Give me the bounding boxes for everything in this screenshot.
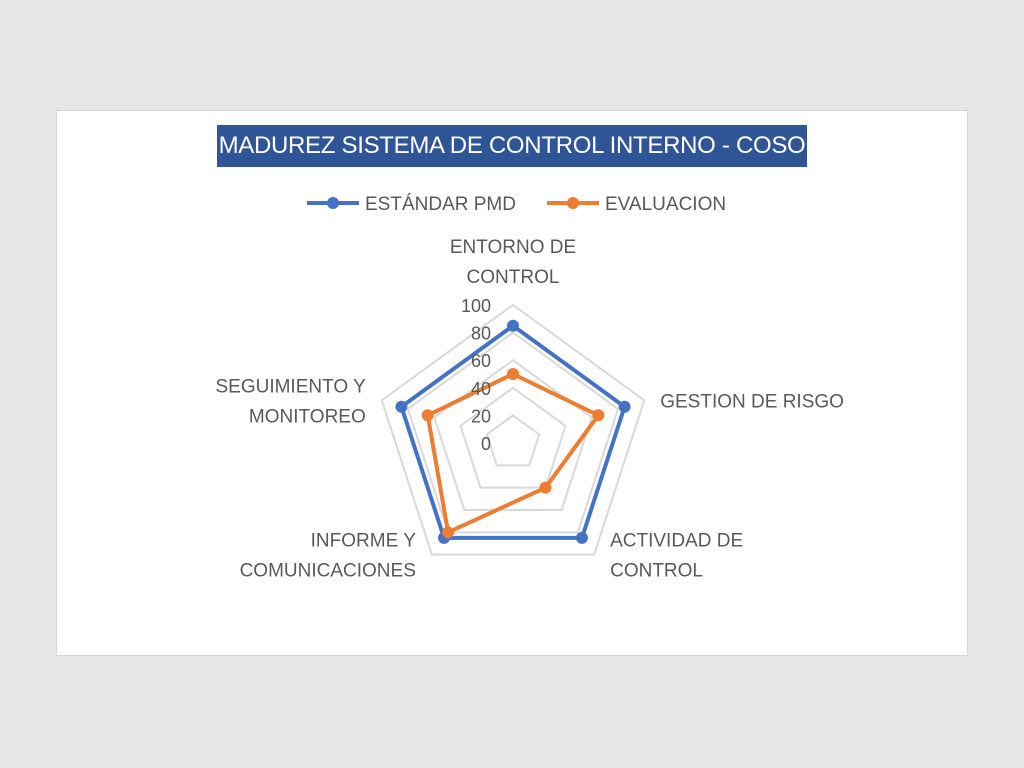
category-label: ENTORNO DE [450, 237, 576, 258]
radial-tick-label: 100 [461, 296, 491, 316]
category-label: SEGUIMIENTO Y [215, 376, 366, 397]
radar-grid [380, 303, 646, 556]
series-line [399, 323, 627, 540]
series-point [592, 409, 605, 422]
radial-tick-label: 80 [471, 324, 491, 344]
radar-series [395, 319, 631, 544]
series-point [507, 319, 519, 332]
category-label: COMUNICACIONES [240, 561, 416, 582]
category-label: CONTROL [610, 561, 703, 582]
legend-marker [567, 197, 579, 209]
radial-tick-labels: 0 20 40 60 80 100 [461, 296, 491, 454]
chart-title: MADUREZ SISTEMA DE CONTROL INTERNO - COS… [217, 125, 807, 167]
series-point [618, 400, 631, 413]
legend-label: ESTÁNDAR PMD [365, 194, 516, 215]
series-point [507, 368, 519, 380]
legend-marker [327, 197, 339, 209]
category-label: ACTIVIDAD DE [610, 531, 743, 552]
radial-tick-label: 40 [471, 379, 491, 399]
grid-ring [485, 414, 541, 467]
series-point [395, 400, 408, 413]
legend: ESTÁNDAR PMD EVALUACION [307, 194, 726, 215]
radar-chart: 0 20 40 60 80 100 ENTORNO DE CONTROL GESTION DE… [215, 194, 843, 582]
series-point [575, 531, 588, 544]
legend-label: EVALUACION [605, 194, 726, 215]
chart-area[interactable]: MADUREZ SISTEMA DE CONTROL INTERNO - COS… [56, 110, 968, 656]
series-line [425, 372, 601, 535]
category-labels: ENTORNO DE CONTROL GESTION DE RISGO ACTIVID… [215, 237, 843, 582]
radial-tick-label: 60 [471, 351, 491, 371]
category-label: GESTION DE RISGO [660, 391, 844, 412]
category-label: MONITOREO [249, 406, 366, 427]
grid-ring [406, 331, 620, 534]
grid-ring [380, 303, 646, 556]
series-point [539, 481, 552, 494]
series-point [421, 409, 434, 422]
category-label: CONTROL [467, 267, 560, 288]
series-point [442, 526, 455, 539]
grid-ring [459, 386, 567, 489]
radial-tick-label: 20 [471, 406, 491, 426]
radial-tick-label: 0 [481, 434, 491, 454]
category-label: INFORME Y [311, 531, 417, 552]
